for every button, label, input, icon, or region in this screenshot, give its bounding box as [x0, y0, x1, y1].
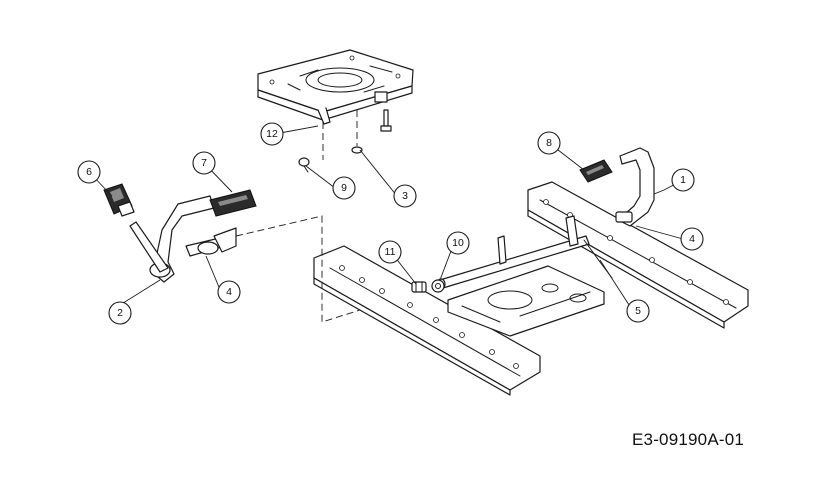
washer — [351, 146, 363, 154]
grip-left — [209, 189, 257, 217]
seat-bolt — [380, 109, 392, 132]
callout-label: 2 — [117, 307, 123, 319]
callout-4-right: 4 — [680, 227, 704, 251]
callout-label: 1 — [680, 174, 686, 186]
callout-label: 7 — [201, 157, 207, 169]
callout-label: 11 — [385, 246, 396, 258]
seat-plate — [257, 49, 414, 125]
callout-label: 12 — [266, 128, 278, 140]
callout-label: 3 — [402, 190, 408, 202]
pin — [298, 157, 310, 173]
callout-label: 10 — [452, 237, 464, 249]
callout-label: 8 — [546, 137, 552, 149]
callout-3: 3 — [393, 184, 417, 208]
callout-label: 9 — [341, 182, 347, 194]
callout-2: 2 — [108, 301, 132, 325]
frame-rail-left — [313, 245, 541, 396]
handle-knob — [103, 183, 135, 217]
drawing-code: E3-09190A-01 — [632, 430, 745, 449]
callout-label: 4 — [689, 233, 695, 245]
callout-label: 4 — [226, 286, 232, 298]
callout-5: 5 — [626, 299, 650, 323]
callout-4-left: 4 — [217, 280, 241, 304]
callout-10: 10 — [446, 231, 470, 255]
callout-11: 11 — [378, 240, 402, 264]
callout-6: 6 — [77, 160, 101, 184]
callout-label: 6 — [86, 166, 92, 178]
callout-9: 9 — [332, 176, 356, 200]
callout-label: 5 — [635, 305, 641, 317]
center-plate — [447, 265, 605, 337]
lever-right — [615, 147, 655, 227]
nut — [411, 281, 427, 293]
callout-1: 1 — [671, 168, 695, 192]
callout-7: 7 — [192, 151, 216, 175]
grip-right — [579, 159, 613, 183]
lever-left — [129, 195, 237, 283]
bushing — [431, 279, 445, 293]
callout-12: 12 — [260, 122, 284, 146]
callout-8: 8 — [537, 131, 561, 155]
